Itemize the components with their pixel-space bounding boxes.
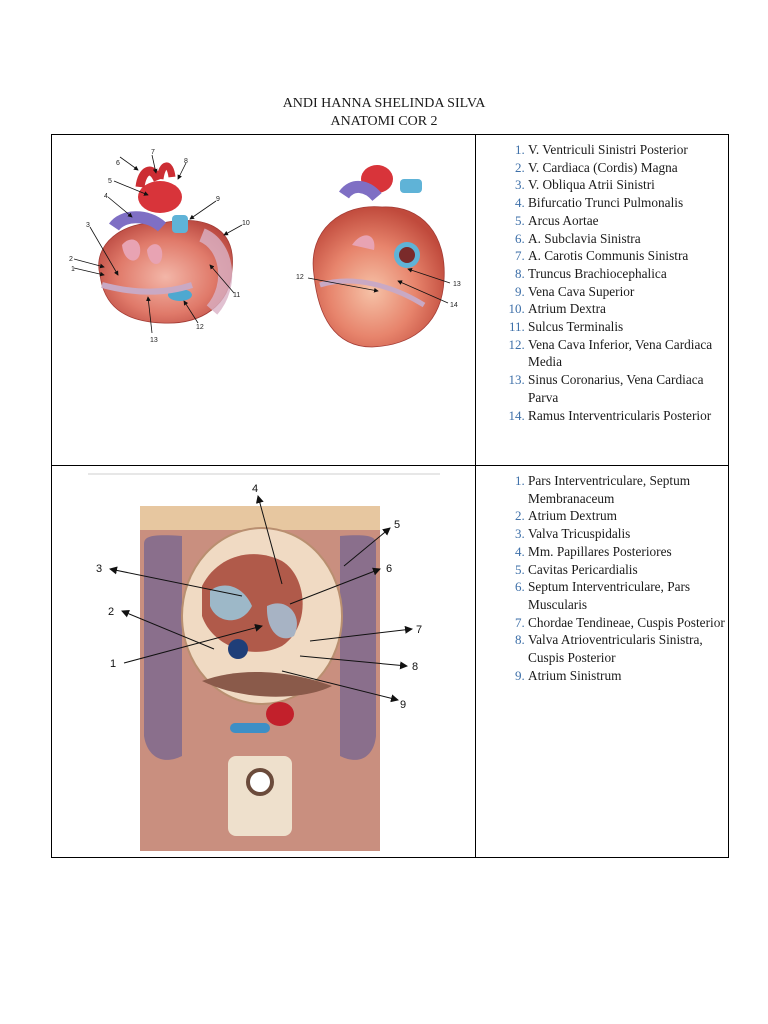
figure-label: 5 [394,519,400,531]
figure-label: 3 [96,563,102,575]
list-item: A. Subclavia Sinistra [528,230,728,248]
list-item: Mm. Papillares Posteriores [528,543,728,561]
figure-label: 2 [108,606,114,618]
figure-label: 9 [400,699,406,711]
figure-label: 3 [86,222,90,229]
list-item: Sinus Coronarius, Vena Cardiaca Parva [528,371,728,406]
list-item: Valva Tricuspidalis [528,525,728,543]
figure-label: 6 [386,563,392,575]
list-item: Ramus Interventricularis Posterior [528,407,728,425]
list-item: Truncus Brachiocephalica [528,265,728,283]
table-row: 1 2 3 4 5 6 7 8 9 Pars Interventriculare… [51,465,729,858]
figure-label: 12 [196,324,204,331]
figure-label: 7 [151,149,155,156]
table-row: 1 2 3 4 5 6 7 8 9 10 11 12 13 [51,134,729,466]
list-item: V. Ventriculi Sinistri Posterior [528,141,728,159]
list-item: V. Obliqua Atrii Sinistri [528,176,728,194]
figure-label: 13 [453,281,461,288]
list-item: A. Carotis Communis Sinistra [528,247,728,265]
figure-label: 8 [412,661,418,673]
list-item: Atrium Dextrum [528,507,728,525]
thorax-cross-section-illustration: 1 2 3 4 5 6 7 8 9 [88,473,440,851]
left-heart-leader-lines [73,154,243,334]
figure-label: 1 [110,658,116,670]
figure-label: 14 [450,302,458,309]
list-item: Sulcus Terminalis [528,318,728,336]
list-item: Arcus Aortae [528,212,728,230]
figure-label: 1 [71,266,75,273]
cross-section-figure-cell: 1 2 3 4 5 6 7 8 9 [51,465,476,858]
list-item: Vena Cava Inferior, Vena Cardiaca Media [528,336,728,371]
figure-label: 12 [296,274,304,281]
document-header: ANDI HANNA SHELINDA SILVA ANATOMI COR 2 [0,95,768,131]
figure-label: 8 [184,158,188,165]
list-item: Bifurcatio Trunci Pulmonalis [528,194,728,212]
figure-label: 7 [416,624,422,636]
posterior-heart-illustration: 1 2 3 4 5 6 7 8 9 10 11 12 13 [69,149,461,348]
list-item: Chordae Tendineae, Cuspis Posterior [528,614,728,632]
right-heart-drawing [312,165,445,348]
left-heart-drawing [98,162,233,324]
heart-figure-cell: 1 2 3 4 5 6 7 8 9 10 11 12 13 [51,134,476,466]
list-item: Vena Cava Superior [528,283,728,301]
document-title: ANATOMI COR 2 [330,114,438,129]
list-item: Atrium Dextra [528,300,728,318]
anatomy-table: 1 2 3 4 5 6 7 8 9 10 11 12 13 [51,134,729,858]
cross-section-label-list-cell: Pars Interventriculare, Septum Membranac… [475,465,729,858]
right-heart-leader-lines [307,267,451,304]
list-item: Atrium Sinistrum [528,667,728,685]
left-heart-number-labels: 1 2 3 4 5 6 7 8 9 10 11 12 13 [69,149,250,344]
list-item: V. Cardiaca (Cordis) Magna [528,159,728,177]
figure-label: 5 [108,178,112,185]
figure-label: 6 [116,160,120,167]
list-item: Cavitas Pericardialis [528,561,728,579]
cross-section-label-list: Pars Interventriculare, Septum Membranac… [476,472,728,684]
right-heart-number-labels: 12 13 14 [296,274,461,309]
cross-section-drawing [140,506,380,851]
heart-label-list: V. Ventriculi Sinistri Posterior V. Card… [476,141,728,424]
figure-label: 9 [216,196,220,203]
figure-label: 13 [150,337,158,344]
cross-section-number-labels: 1 2 3 4 5 6 7 8 9 [96,483,422,711]
figure-label: 11 [233,292,240,299]
list-item: Septum Interventriculare, Pars Musculari… [528,578,728,613]
heart-label-list-cell: V. Ventriculi Sinistri Posterior V. Card… [475,134,729,466]
author-name: ANDI HANNA SHELINDA SILVA [282,96,486,111]
cross-section-leader-lines [109,495,413,703]
list-item: Pars Interventriculare, Septum Membranac… [528,472,728,507]
list-item: Valva Atrioventricularis Sinistra, Cuspi… [528,631,728,666]
figure-label: 4 [104,193,108,200]
figure-label: 10 [242,220,250,227]
figure-label: 2 [69,256,73,263]
figure-label: 4 [252,483,258,495]
